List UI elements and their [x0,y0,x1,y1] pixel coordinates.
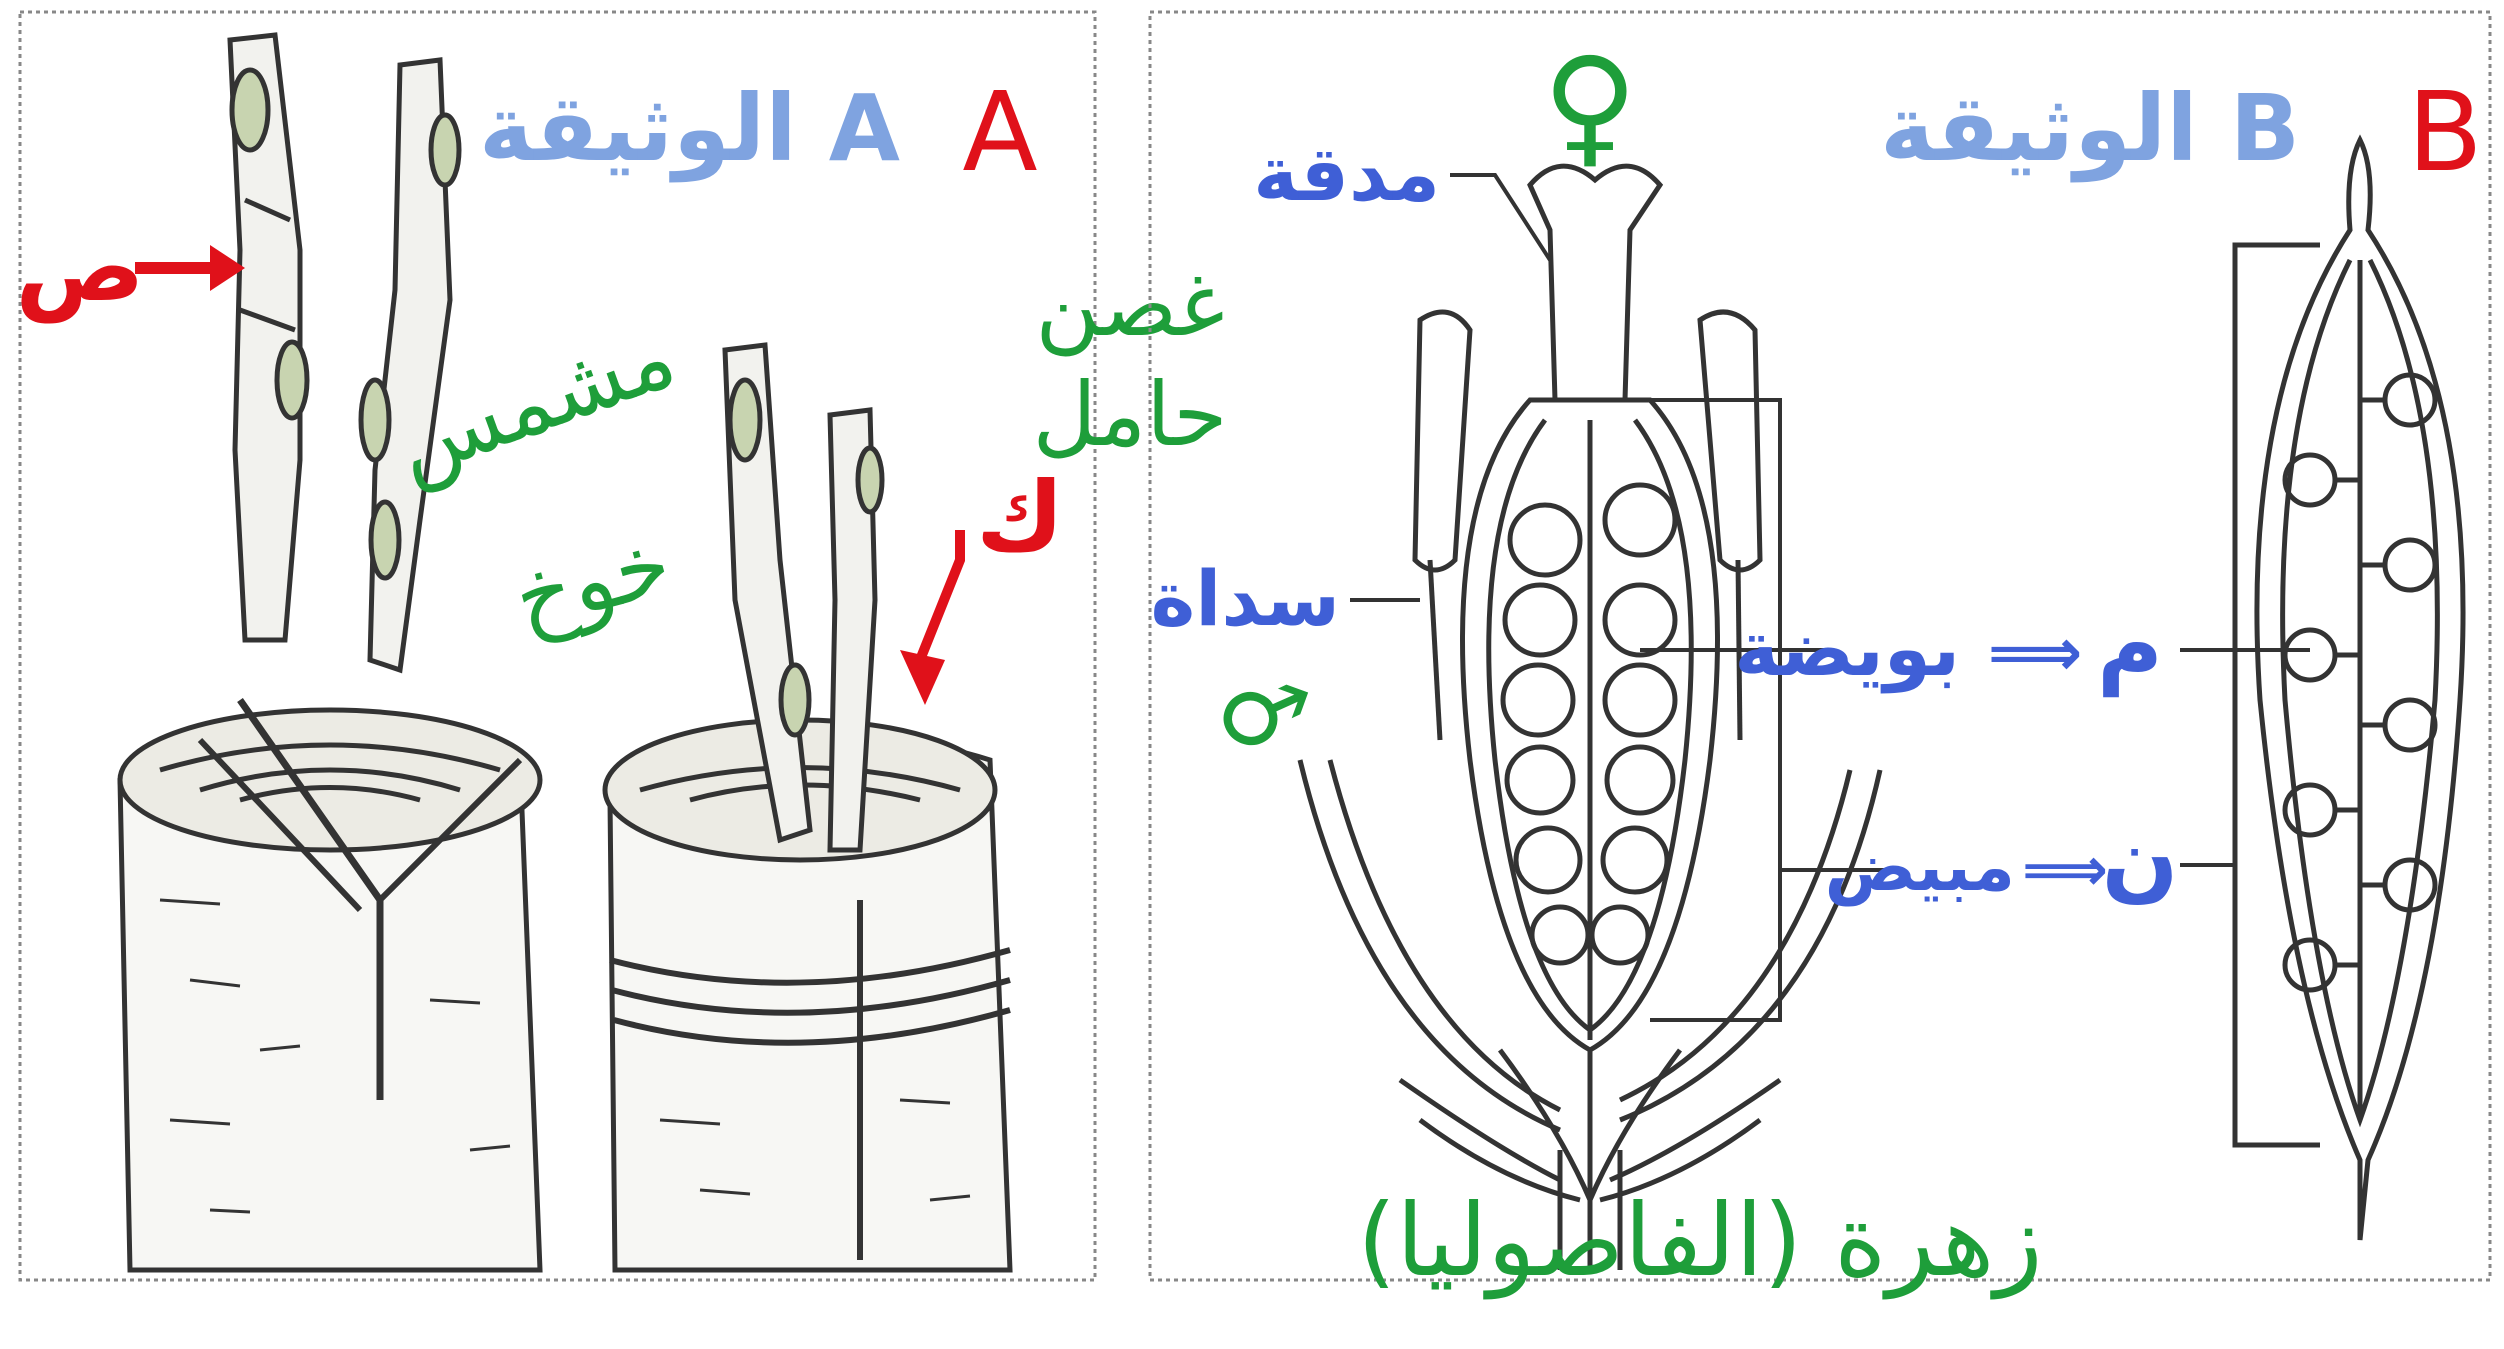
flower-diagram [1300,166,1880,1270]
label-n: ن [2102,807,2179,912]
panel-a-marker: A [962,68,1037,196]
label-ovule: بويضة [1734,604,1960,694]
arrow-ovary: ⟹ [2022,835,2108,905]
panel-b: الوثيقة B B ♀ [1150,12,2490,1299]
note-khawkh: خوخ [503,511,681,652]
label-sepal: سداة [1150,554,1340,643]
arrow-ovule: ⟹ [1988,614,2083,691]
panel-a: الوثيقة A A ص [15,12,1227,1280]
label-m: م [2097,592,2163,697]
scion-twig-1 [230,35,307,640]
rootstock-left [120,700,540,1270]
female-symbol: ♀ [1542,29,1637,181]
label-style: مدقة [1253,129,1440,218]
note-hamil: حامل [1033,363,1228,466]
panel-b-title: الوثيقة B [1880,75,2300,183]
ovary-pod-diagram [2235,140,2463,1240]
note-ghusn: غصن [1035,253,1224,356]
label-k: ك [976,461,1064,573]
scion-twig-2 [361,60,459,670]
caption-bean-flower: زهرة (الفاصوليا) [1357,1182,2042,1299]
note-male-symbol: ♂ [1202,647,1321,782]
label-s: ص [15,211,144,324]
arrow-s [135,245,245,291]
panel-a-title: الوثيقة A [479,75,900,183]
panel-b-marker: B [2407,68,2482,196]
arrow-k [900,530,960,705]
label-ovary: مبيض [1825,828,2015,907]
